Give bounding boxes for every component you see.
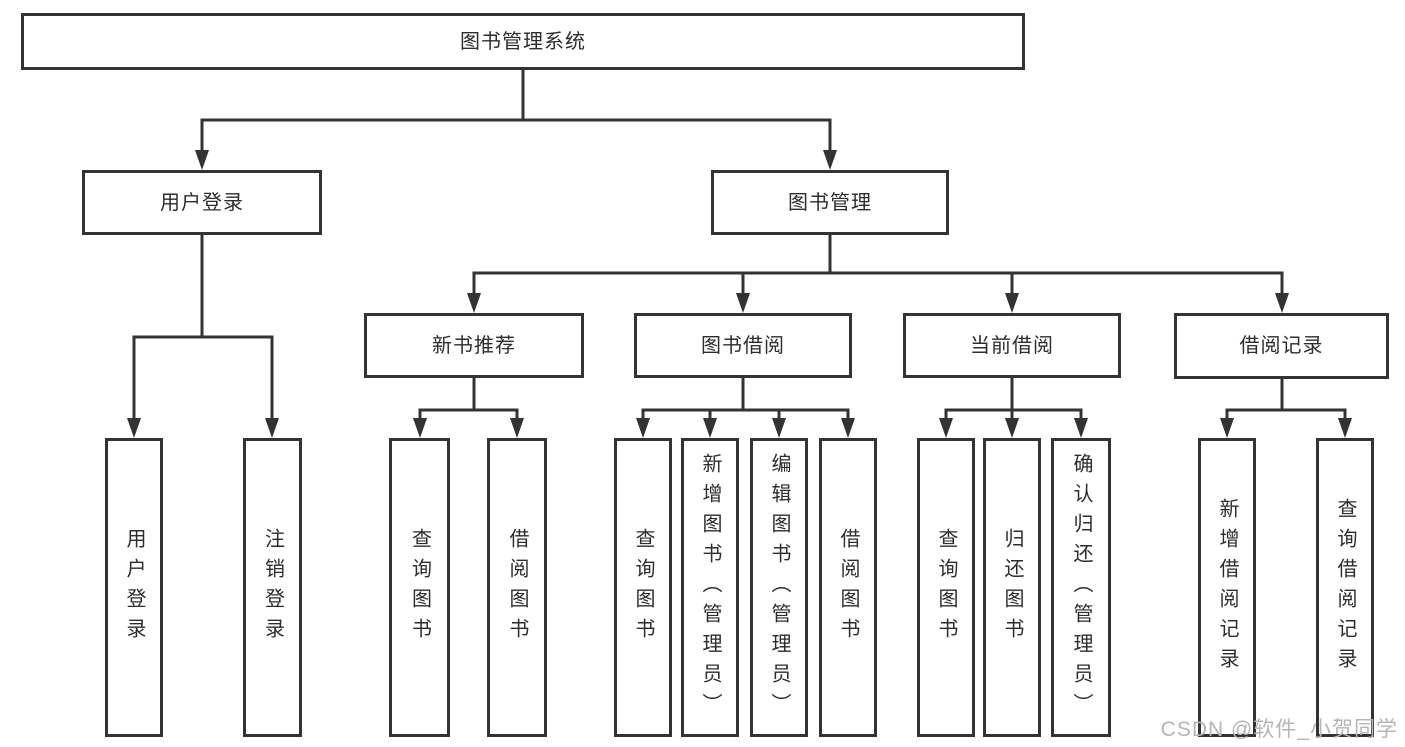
node-borrow-records: 借阅记录 [1174, 313, 1389, 379]
leaf-query-books-recommend: 查询图书 [389, 438, 450, 737]
node-label: 新增图书（管理员） [699, 452, 721, 723]
node-book-borrow: 图书借阅 [634, 313, 852, 378]
leaf-confirm-return-admin: 确认归还（管理员） [1051, 438, 1111, 737]
leaf-borrow-books-recommend: 借阅图书 [487, 438, 547, 737]
node-label: 用户登录 [123, 527, 145, 648]
node-label: 借阅图书 [506, 527, 528, 648]
node-label: 图书借阅 [701, 334, 785, 357]
leaf-add-book-admin: 新增图书（管理员） [681, 438, 739, 737]
node-new-book-recommend: 新书推荐 [364, 313, 584, 378]
node-user-login: 用户登录 [82, 170, 322, 235]
leaf-query-books-current: 查询图书 [917, 438, 975, 737]
leaf-query-books-borrow: 查询图书 [614, 438, 672, 737]
node-label: 图书管理 [788, 191, 872, 214]
node-label: 确认归还（管理员） [1070, 452, 1092, 723]
node-label: 新增借阅记录 [1216, 497, 1238, 678]
node-label: 当前借阅 [970, 334, 1054, 357]
node-label: 注销登录 [261, 527, 284, 648]
node-label: 借阅图书 [837, 527, 859, 648]
node-label: 查询图书 [632, 527, 654, 648]
leaf-edit-book-admin: 编辑图书（管理员） [750, 438, 808, 737]
node-label: 借阅记录 [1239, 335, 1324, 357]
watermark: CSDN @软件_小贺同学 [1160, 718, 1398, 741]
node-current-borrow: 当前借阅 [903, 313, 1121, 378]
node-label: 新书推荐 [432, 334, 516, 357]
node-label: 编辑图书（管理员） [768, 452, 790, 723]
leaf-query-borrow-record: 查询借阅记录 [1316, 438, 1374, 737]
leaf-logout: 注销登录 [243, 438, 302, 737]
node-label: 查询图书 [935, 527, 957, 648]
leaf-return-book: 归还图书 [983, 438, 1041, 737]
leaf-user-login: 用户登录 [105, 438, 163, 737]
leaf-add-borrow-record: 新增借阅记录 [1198, 438, 1256, 737]
node-label: 查询借阅记录 [1334, 497, 1356, 678]
node-label: 查询图书 [408, 527, 431, 648]
leaf-borrow-books: 借阅图书 [819, 438, 877, 737]
node-label: 归还图书 [1001, 527, 1023, 648]
node-book-mgmt: 图书管理 [711, 170, 949, 235]
node-label: 用户登录 [160, 191, 244, 214]
node-root: 图书管理系统 [21, 13, 1025, 70]
node-label: 图书管理系统 [460, 30, 586, 53]
